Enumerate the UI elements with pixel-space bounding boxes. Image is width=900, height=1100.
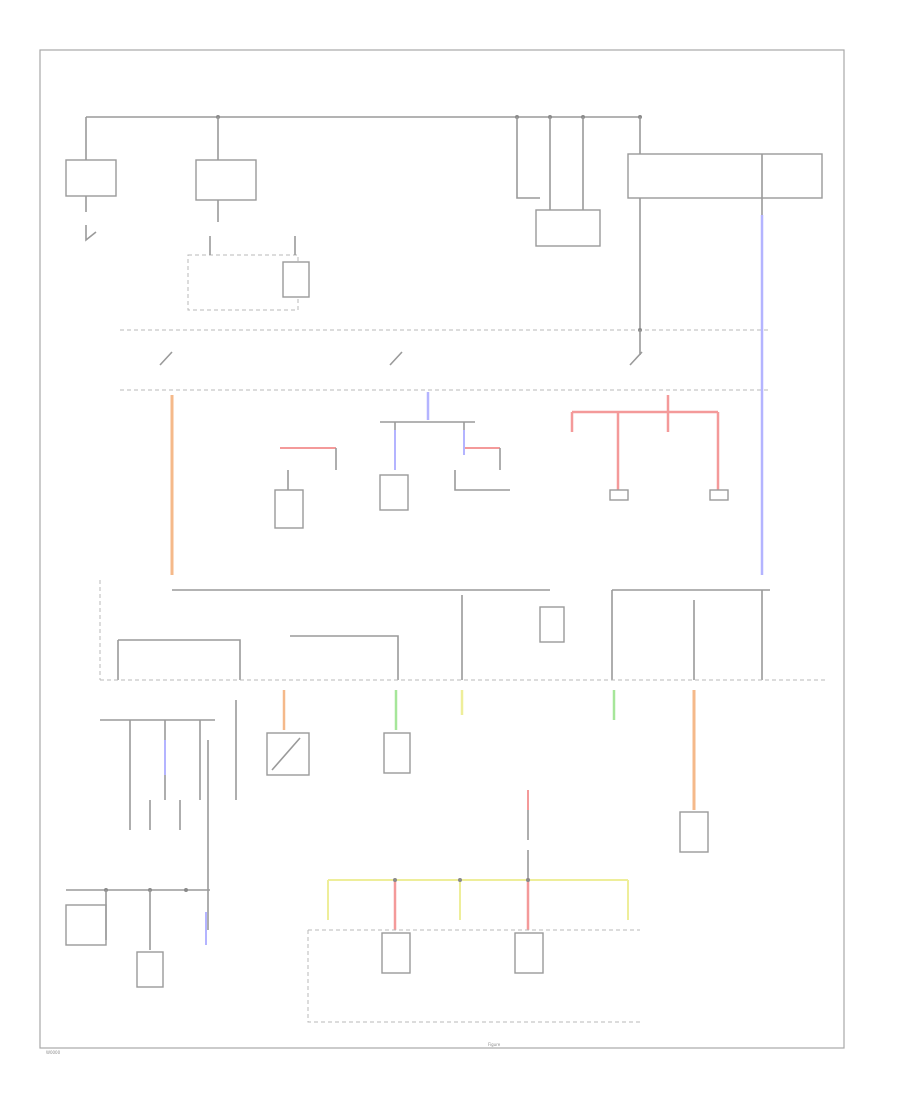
page-code: W0000 xyxy=(46,1050,61,1055)
lower-bus-section xyxy=(99,580,828,853)
bottom-relay-section xyxy=(307,790,640,1023)
left-bottom-fuses xyxy=(65,700,237,988)
diagram-frame xyxy=(39,49,845,1049)
ignition-section xyxy=(120,215,770,575)
top-section xyxy=(65,115,823,330)
footer-label: Figure xyxy=(488,1042,501,1047)
